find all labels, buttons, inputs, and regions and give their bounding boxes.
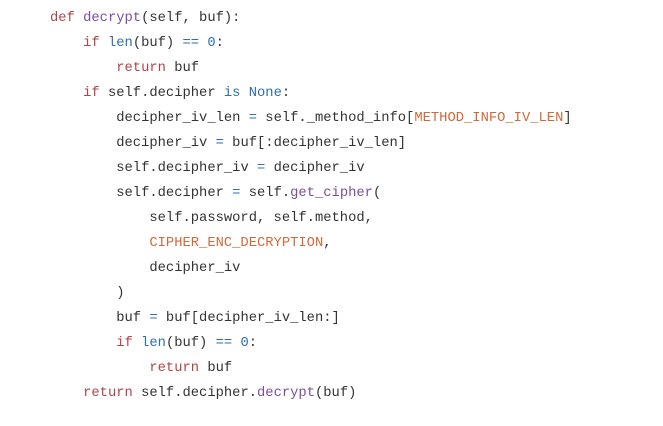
code-token: is [223, 86, 241, 101]
code-token: if [83, 36, 100, 51]
code-token: = [215, 136, 224, 151]
code-token: = [248, 111, 258, 126]
code-token: == [215, 336, 233, 351]
code-token: 0 [207, 36, 216, 51]
code-token: 0 [240, 336, 249, 351]
code-token: decrypt [257, 386, 315, 401]
code-token: buf[:decipher_iv_len] [223, 136, 407, 151]
code-token: == [182, 36, 200, 51]
code-line: decipher_iv = buf[:decipher_iv_len] [50, 131, 572, 156]
code-line: ) [50, 281, 572, 306]
code-token: if [83, 86, 100, 101]
code-token: self.decipher_iv [116, 161, 258, 176]
code-token: self.decipher. [132, 386, 258, 401]
code-token: return [116, 61, 166, 76]
code-block: def decrypt(self, buf): if len(buf) == 0… [50, 6, 572, 406]
code-token: CIPHER_ENC_DECRYPTION [149, 236, 324, 251]
code-token: self.decipher [116, 186, 233, 201]
code-token: buf [116, 311, 150, 326]
code-token [75, 11, 83, 26]
code-line: def decrypt(self, buf): [50, 6, 572, 31]
code-token: : [248, 336, 258, 351]
code-token: decipher_iv [265, 161, 365, 176]
code-token: decipher_iv [149, 261, 241, 276]
code-line: decipher_iv_len = self._method_info[METH… [50, 106, 572, 131]
code-token [240, 86, 248, 101]
code-token: return [149, 361, 200, 376]
code-token: (buf) [165, 336, 216, 351]
code-token: def [50, 11, 75, 26]
code-line: self.decipher = self.get_cipher( [50, 181, 572, 206]
code-line: if len(buf) == 0: [50, 331, 572, 356]
code-token: METHOD_INFO_IV_LEN [414, 111, 564, 126]
code-token: ( [372, 186, 382, 201]
code-line: decipher_iv [50, 256, 572, 281]
code-token: decipher_iv [116, 136, 216, 151]
code-line: CIPHER_ENC_DECRYPTION, [50, 231, 572, 256]
code-token: ] [563, 111, 572, 126]
code-line: if len(buf) == 0: [50, 31, 572, 56]
code-line: return buf [50, 356, 572, 381]
code-token: buf [199, 361, 233, 376]
code-line: self.decipher_iv = decipher_iv [50, 156, 572, 181]
code-token: if [116, 336, 133, 351]
code-token: self._method_info[ [257, 111, 415, 126]
code-token: (buf) [314, 386, 357, 401]
code-token: decrypt [83, 11, 142, 26]
code-token: get_cipher [290, 186, 373, 201]
code-line: return buf [50, 56, 572, 81]
code-token: None [248, 86, 282, 101]
code-token: (buf) [132, 36, 183, 51]
code-token: self. [240, 186, 291, 201]
code-token: buf [165, 61, 200, 76]
code-token [100, 36, 108, 51]
code-line: self.password, self.method, [50, 206, 572, 231]
code-token: self.password, self.method, [149, 211, 373, 226]
code-token: , [323, 236, 332, 251]
code-token: buf[decipher_iv_len:] [157, 311, 340, 326]
code-token [133, 336, 141, 351]
code-token: (self, buf): [141, 11, 241, 26]
code-token: len [107, 36, 133, 51]
code-token: decipher_iv_len [116, 111, 249, 126]
code-token: = [149, 311, 158, 326]
code-token: ) [116, 286, 125, 301]
code-line: return self.decipher.decrypt(buf) [50, 381, 572, 406]
code-token: len [141, 336, 166, 351]
code-token: = [257, 161, 266, 176]
code-token: self.decipher [99, 86, 224, 101]
code-line: if self.decipher is None: [50, 81, 572, 106]
code-token: return [83, 386, 133, 401]
code-token: = [232, 186, 241, 201]
code-token: : [215, 36, 224, 51]
code-token: : [281, 86, 291, 101]
code-line: buf = buf[decipher_iv_len:] [50, 306, 572, 331]
